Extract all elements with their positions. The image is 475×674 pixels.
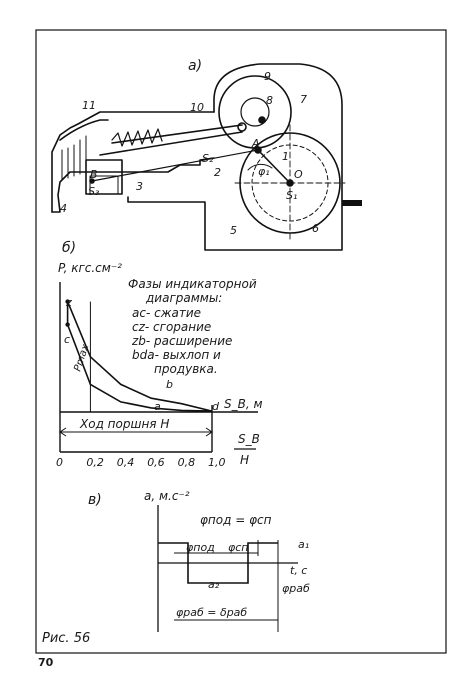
- label-2: 2: [214, 166, 221, 179]
- stroke-label: Ход поршня H: [79, 417, 169, 431]
- pin-joint: [237, 122, 247, 132]
- tick-label: 0,8: [178, 456, 196, 469]
- tick-label: 0,4: [117, 456, 135, 469]
- frame-top: [51, 111, 215, 213]
- inner-block: [89, 175, 119, 195]
- label-9: 9: [264, 70, 271, 83]
- point-label-a: a: [154, 400, 161, 413]
- point-label-c: c: [64, 333, 70, 346]
- label-5: 5: [230, 224, 237, 237]
- figure-border: [35, 29, 447, 654]
- point-label-b: b: [166, 378, 173, 391]
- lever: [59, 119, 109, 141]
- mechanism-labels: 11 10 9 8 7 6 5 4 3 2 1 A B O S₂ S₃ S₁ φ…: [60, 70, 319, 237]
- label-s1: S₁: [286, 189, 297, 202]
- label-10: 10: [190, 101, 204, 114]
- phase-cz: cz- сгорание: [132, 320, 211, 334]
- label-point-b: B: [90, 168, 98, 181]
- ratio-ticks: 0 0,2 0,4 0,6 0,8 1,0: [56, 456, 226, 469]
- label-3: 3: [136, 180, 143, 193]
- indicator-axes: [59, 282, 258, 453]
- figure-caption: Рис. 56: [42, 631, 90, 646]
- phase-bda-2: продувка.: [154, 362, 218, 376]
- tick-label: 0,6: [147, 456, 165, 469]
- phase-ac: ac- сжатие: [132, 306, 201, 320]
- hatched-part: [61, 135, 87, 181]
- pmax-label: Pmax: [72, 343, 91, 373]
- crank: [257, 149, 291, 184]
- label-7: 7: [300, 93, 307, 106]
- part-b-label: б): [62, 240, 76, 256]
- tick-label: 0,2: [86, 456, 104, 469]
- part-a-label: а): [188, 58, 202, 74]
- point-label-d: d: [212, 400, 220, 413]
- frame-outline: [51, 157, 215, 213]
- label-1: 1: [282, 150, 289, 163]
- point-c-marker: [65, 322, 70, 327]
- indicator-curve: [65, 299, 213, 412]
- gear-upper-center: [258, 116, 266, 124]
- accel-axis-label: a, м.с⁻²: [144, 489, 190, 503]
- connecting-rod: [91, 149, 259, 182]
- phases-title: Фазы индикаторной: [128, 277, 257, 291]
- phase-zb: zb- расширение: [131, 334, 232, 348]
- label-4: 4: [60, 202, 67, 215]
- part-v-label: в): [88, 492, 102, 508]
- phi-rab-right-label: φраб: [282, 582, 310, 595]
- tick-label: 1,0: [208, 456, 226, 469]
- phases-title-2: диаграммы:: [145, 291, 222, 305]
- label-point-a: A: [251, 137, 260, 150]
- phi-equality: φпод = φсп: [200, 513, 272, 527]
- accel-square-wave: [158, 542, 278, 584]
- accel-labels: φпод φсп a₁ a₂ t, с φраб φраб = δраб: [176, 538, 310, 619]
- point-z-marker: [65, 299, 70, 304]
- page-number: 70: [38, 656, 54, 669]
- sb-axis-label: S_B, м: [224, 397, 263, 411]
- label-11: 11: [82, 99, 96, 112]
- ratio-label-bottom: H: [240, 453, 249, 467]
- label-phi1: φ₁: [258, 165, 270, 178]
- mechanism-diagram: а): [51, 58, 362, 251]
- phase-bda: bda- выхлоп и: [132, 348, 221, 362]
- label-s2: S₂: [202, 152, 214, 165]
- spring: [111, 128, 163, 147]
- a2-label: a₂: [208, 578, 220, 591]
- ratio-label-top: S_B: [238, 432, 260, 446]
- a1-label: a₁: [298, 538, 309, 551]
- point-o: [286, 179, 294, 187]
- indicator-loop: [66, 301, 213, 412]
- label-point-o: O: [294, 168, 303, 181]
- angle-arc: [247, 163, 273, 171]
- t-axis-label: t, с: [290, 564, 307, 577]
- label-8: 8: [266, 94, 273, 107]
- label-s3: S₃: [88, 185, 100, 198]
- pressure-axis-label: P, кгс.см⁻²: [58, 261, 122, 275]
- phi-rab-equality: φраб = δраб: [176, 606, 247, 619]
- stroke-arrows: [59, 427, 213, 437]
- tick-label: 0: [56, 456, 63, 469]
- rod-lower: [99, 131, 243, 156]
- phi-sp-label: φсп: [228, 541, 249, 554]
- phi-pod-label: φпод: [186, 541, 215, 554]
- phases-legend: Фазы индикаторной диаграммы: ac- сжатие …: [128, 277, 257, 376]
- label-6: 6: [312, 222, 319, 235]
- shaft-stub: [342, 200, 362, 206]
- point-label-z: z: [65, 296, 72, 309]
- gear-upper-hub: [240, 97, 270, 127]
- point-a: [254, 146, 262, 154]
- crankcase: [127, 63, 343, 251]
- accel-curve: [158, 542, 278, 584]
